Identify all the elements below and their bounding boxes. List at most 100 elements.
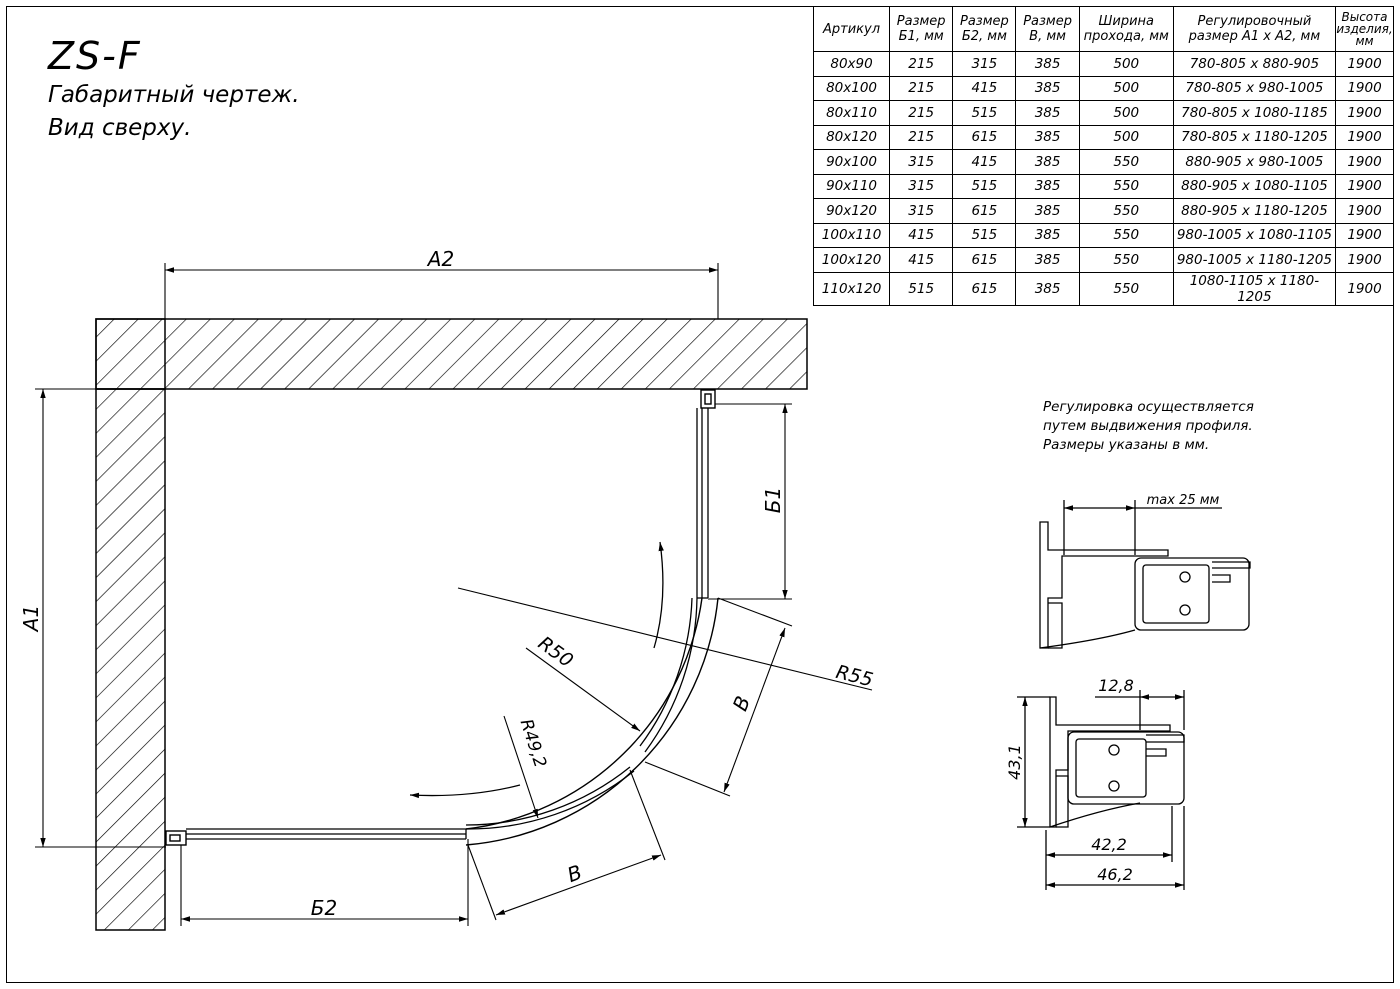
spec-table-cell: 215 bbox=[889, 51, 954, 77]
label-43-1: 43,1 bbox=[1005, 744, 1024, 780]
dimension-v-lower bbox=[467, 769, 666, 921]
spec-header-line: Высота bbox=[1341, 10, 1388, 24]
right-fixed-panel bbox=[696, 408, 709, 599]
spec-table-cell: 80x90 bbox=[812, 51, 891, 77]
radius-r55-line bbox=[457, 587, 873, 691]
spec-table-cell: 1900 bbox=[1335, 222, 1394, 248]
spec-table-cell: 1900 bbox=[1335, 173, 1394, 199]
label-b2: Б2 bbox=[311, 896, 337, 920]
spec-table-cell: 1900 bbox=[1335, 51, 1394, 77]
dimension-b2 bbox=[180, 839, 469, 926]
spec-table-cell: 415 bbox=[889, 247, 954, 273]
spec-header-line: Артикул bbox=[823, 21, 881, 37]
spec-header-line: Размер bbox=[959, 14, 1009, 29]
label-r55: R55 bbox=[834, 661, 876, 691]
adjustment-note: Регулировка осуществляется путем выдвиже… bbox=[1043, 398, 1254, 455]
spec-table-cell: 550 bbox=[1078, 271, 1174, 306]
spec-table-cell: 385 bbox=[1015, 124, 1080, 150]
spec-table-cell: 415 bbox=[952, 149, 1017, 175]
spec-table-cell: 1900 bbox=[1335, 271, 1394, 306]
spec-header-line: Б2, мм bbox=[961, 29, 1007, 44]
spec-table-cell: 615 bbox=[952, 271, 1017, 306]
spec-table-cell: 615 bbox=[952, 124, 1017, 150]
spec-table-cell: 90x120 bbox=[812, 198, 891, 224]
spec-table-cell: 1900 bbox=[1335, 75, 1394, 101]
label-r50: R50 bbox=[534, 632, 577, 672]
label-v-lower: В bbox=[564, 860, 585, 887]
spec-table-cell: 615 bbox=[952, 198, 1017, 224]
spec-header-cell: Артикул bbox=[812, 6, 891, 52]
dimension-v-upper bbox=[644, 597, 793, 797]
label-v-upper: В bbox=[728, 693, 755, 715]
note-line-1: Регулировка осуществляется bbox=[1043, 399, 1254, 415]
spec-header-line: Размер bbox=[896, 14, 946, 29]
spec-table-cell: 100x110 bbox=[812, 222, 891, 248]
drawing-title: ZS-F bbox=[48, 34, 142, 78]
spec-table-cell: 880-905 x 980-1005 bbox=[1172, 149, 1337, 175]
spec-table-cell: 500 bbox=[1078, 75, 1174, 101]
spec-header-line: Регулировочный bbox=[1197, 14, 1312, 29]
label-b1: Б1 bbox=[761, 487, 785, 513]
drawing-frame bbox=[6, 6, 1394, 983]
curved-door-lower-leaf bbox=[465, 766, 635, 830]
spec-table-cell: 780-805 x 1080-1185 bbox=[1172, 100, 1337, 126]
spec-table-cell: 880-905 x 1180-1205 bbox=[1172, 198, 1337, 224]
label-12-8: 12,8 bbox=[1098, 676, 1134, 695]
curved-door-upper-leaf bbox=[639, 597, 698, 753]
spec-header-line: В, мм bbox=[1029, 29, 1066, 44]
dimension-a1 bbox=[35, 388, 166, 848]
spec-table-cell: 515 bbox=[952, 173, 1017, 199]
spec-header-line: Размер bbox=[1023, 14, 1072, 29]
curved-door-outer bbox=[465, 597, 719, 846]
spec-header-line: Ширина bbox=[1098, 14, 1155, 29]
spec-table-cell: 500 bbox=[1078, 100, 1174, 126]
spec-table-cell: 1900 bbox=[1335, 149, 1394, 175]
label-42-2: 42,2 bbox=[1091, 835, 1127, 854]
spec-table-cell: 780-805 x 980-1005 bbox=[1172, 75, 1337, 101]
spec-table-cell: 780-805 x 880-905 bbox=[1172, 51, 1337, 77]
spec-table-cell: 315 bbox=[952, 51, 1017, 77]
left-wall-profile bbox=[165, 830, 187, 846]
spec-header-line: Б1, мм bbox=[898, 29, 944, 44]
spec-table-cell: 385 bbox=[1015, 100, 1080, 126]
right-wall-profile bbox=[700, 389, 716, 409]
label-a2: А2 bbox=[426, 247, 454, 271]
spec-table-cell: 385 bbox=[1015, 271, 1080, 306]
label-max: max 25 мм bbox=[1147, 493, 1220, 508]
label-a1: А1 bbox=[19, 605, 43, 633]
spec-table-cell: 550 bbox=[1078, 247, 1174, 273]
left-wall bbox=[95, 318, 166, 931]
spec-table-cell: 385 bbox=[1015, 75, 1080, 101]
lower-door-direction-arrow bbox=[409, 784, 521, 799]
spec-table-cell: 780-805 x 1180-1205 bbox=[1172, 124, 1337, 150]
spec-table-cell: 550 bbox=[1078, 149, 1174, 175]
spec-table-cell: 100x120 bbox=[812, 247, 891, 273]
spec-table-cell: 1900 bbox=[1335, 100, 1394, 126]
spec-table-cell: 215 bbox=[889, 75, 954, 101]
radius-r50-line bbox=[525, 647, 641, 732]
label-r49: R49,2 bbox=[516, 717, 550, 770]
spec-table-cell: 550 bbox=[1078, 173, 1174, 199]
spec-table-cell: 515 bbox=[889, 271, 954, 306]
bottom-fixed-panel bbox=[186, 828, 467, 840]
spec-table-cell: 980-1005 x 1080-1105 bbox=[1172, 222, 1337, 248]
top-wall bbox=[95, 318, 808, 390]
dimension-a2 bbox=[164, 263, 719, 319]
spec-table-cell: 385 bbox=[1015, 222, 1080, 248]
spec-header-line: прохода, мм bbox=[1083, 29, 1169, 44]
spec-table-cell: 550 bbox=[1078, 222, 1174, 248]
drawing-subtitle-line2: Вид сверху. bbox=[48, 115, 192, 141]
